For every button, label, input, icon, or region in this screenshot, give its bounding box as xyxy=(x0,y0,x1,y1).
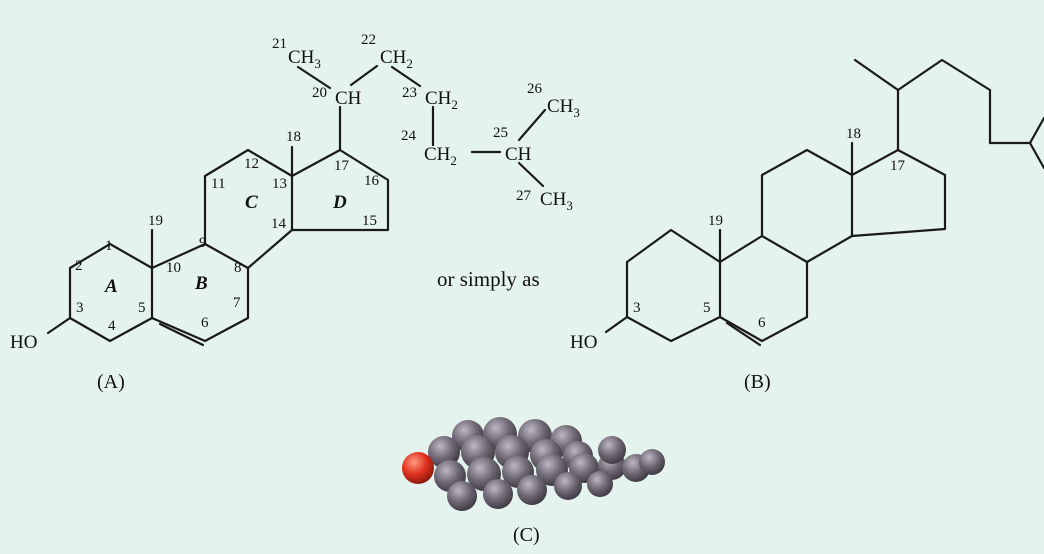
atom-number-1: 1 xyxy=(105,238,113,254)
c23-group: CH2 xyxy=(425,88,458,112)
atom-number-15: 15 xyxy=(362,213,377,229)
atom-number-14: 14 xyxy=(271,216,287,232)
double-bond-5-6 xyxy=(725,321,762,347)
atom-number-8: 8 xyxy=(234,260,242,276)
atom-number-7: 7 xyxy=(233,295,241,311)
c21-group: CH3 xyxy=(288,47,321,71)
skeleton-side-chain xyxy=(853,58,1044,170)
atom-number-26: 26 xyxy=(527,81,543,97)
atom-number-23: 23 xyxy=(402,85,417,101)
caption-b: (B) xyxy=(744,371,771,393)
atom-number-18: 18 xyxy=(846,126,861,142)
structure-a: HO CH CH3 CH2 CH2 CH2 CH CH3 CH3 A B C D… xyxy=(10,32,580,393)
atom-number-10: 10 xyxy=(166,260,181,276)
ho-label: HO xyxy=(570,332,597,353)
ho-label: HO xyxy=(10,332,37,353)
carbon-atom-sphere xyxy=(447,481,477,511)
atom-number-19: 19 xyxy=(148,213,163,229)
atom-number-27: 27 xyxy=(516,188,532,204)
ring-a-label: A xyxy=(104,276,118,297)
atom-number-22: 22 xyxy=(361,32,376,48)
ring-b-bonds xyxy=(150,242,250,343)
atom-number-3: 3 xyxy=(633,300,641,316)
carbon-atom-sphere xyxy=(483,479,513,509)
c27-group: CH3 xyxy=(540,189,573,213)
c24-group: CH2 xyxy=(424,144,457,168)
c26-group: CH3 xyxy=(547,96,580,120)
space-filling-model xyxy=(402,417,665,511)
c25-methyl-bonds xyxy=(517,108,547,188)
atom-number-3: 3 xyxy=(76,300,84,316)
carbon-atom-sphere xyxy=(517,475,547,505)
atom-number-17: 17 xyxy=(890,158,906,174)
atom-number-25: 25 xyxy=(493,125,508,141)
structure-c: (C) xyxy=(402,417,665,546)
connector-text: or simply as xyxy=(437,267,540,291)
structure-b: HO 3 5 6 17 18 19 (B) xyxy=(570,58,1044,393)
atom-number-11: 11 xyxy=(211,176,225,192)
atom-number-12: 12 xyxy=(244,156,259,172)
skeleton-substituents xyxy=(604,141,854,334)
c22-group: CH2 xyxy=(380,47,413,71)
double-bond-5-6 xyxy=(158,322,205,347)
oxygen-atom-sphere xyxy=(402,452,434,484)
carbon-atom-sphere xyxy=(428,436,460,468)
ring-c-label: C xyxy=(245,192,258,213)
side-chain-bonds xyxy=(296,64,502,154)
atom-number-13: 13 xyxy=(272,176,287,192)
caption-a: (A) xyxy=(97,371,125,393)
atom-number-6: 6 xyxy=(758,315,766,331)
atom-number-18: 18 xyxy=(286,129,301,145)
c25-group: CH xyxy=(505,144,532,165)
carbon-atom-sphere xyxy=(587,471,613,497)
c20-group: CH xyxy=(335,88,362,109)
carbon-atom-sphere xyxy=(598,436,626,464)
atom-number-16: 16 xyxy=(364,173,380,189)
atom-number-21: 21 xyxy=(272,36,287,52)
ring-d-bonds xyxy=(290,148,390,232)
atom-number-5: 5 xyxy=(703,300,711,316)
skeleton-rings-cd xyxy=(760,148,947,264)
atom-number-9: 9 xyxy=(199,235,207,251)
atom-number-5: 5 xyxy=(138,300,146,316)
atom-number-17: 17 xyxy=(334,158,350,174)
atom-number-4: 4 xyxy=(108,318,116,334)
ring-d-label: D xyxy=(332,192,347,213)
atom-number-20: 20 xyxy=(312,85,327,101)
atom-number-24: 24 xyxy=(401,128,417,144)
atom-number-2: 2 xyxy=(75,258,83,274)
atom-number-19: 19 xyxy=(708,213,723,229)
carbon-atom-sphere xyxy=(554,472,582,500)
caption-c: (C) xyxy=(513,524,540,546)
carbon-atom-sphere xyxy=(639,449,665,475)
atom-number-6: 6 xyxy=(201,315,209,331)
ring-c-bonds xyxy=(203,148,294,270)
ho-bond xyxy=(46,316,72,335)
ring-b-label: B xyxy=(194,273,208,294)
